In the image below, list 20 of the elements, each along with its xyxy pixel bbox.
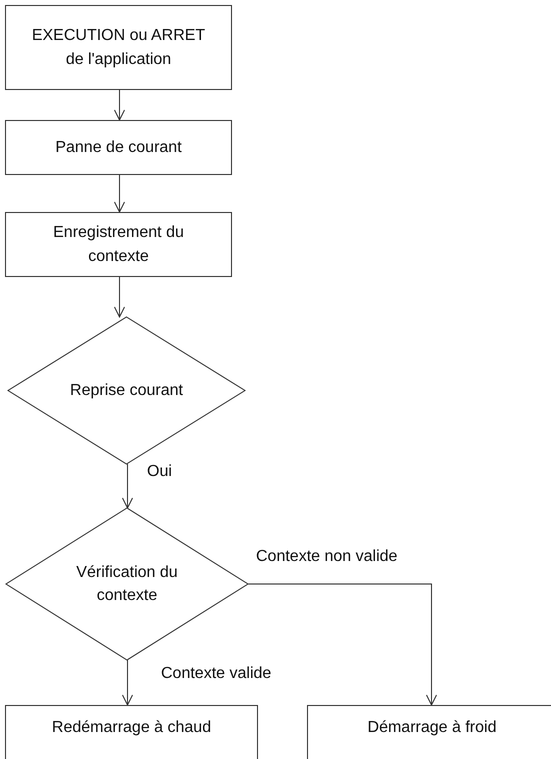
arrow: [114, 276, 125, 318]
decision-diamond: [8, 317, 245, 464]
node-text: Vérification du contexte: [75, 562, 179, 606]
node-text: EXECUTION ou ARRET de l'application: [31, 26, 206, 70]
arrow: [114, 90, 125, 120]
process-box: [5, 5, 232, 90]
node-text: Panne de courant: [55, 138, 182, 158]
arrow: [114, 174, 125, 212]
node-text: Démarrage à froid: [368, 718, 496, 738]
arrow: [248, 584, 437, 706]
node-text: Reprise courant: [70, 380, 183, 401]
process-box: [5, 120, 232, 175]
process-box: [5, 705, 258, 759]
node-text: Enregistrement du contexte: [52, 223, 185, 266]
decision-diamond: [6, 508, 248, 660]
process-box: [5, 212, 232, 277]
process-box: [307, 705, 551, 759]
node-text: Redémarrage à chaud: [52, 718, 212, 738]
arrow: [122, 464, 133, 508]
arrow: [122, 660, 133, 706]
